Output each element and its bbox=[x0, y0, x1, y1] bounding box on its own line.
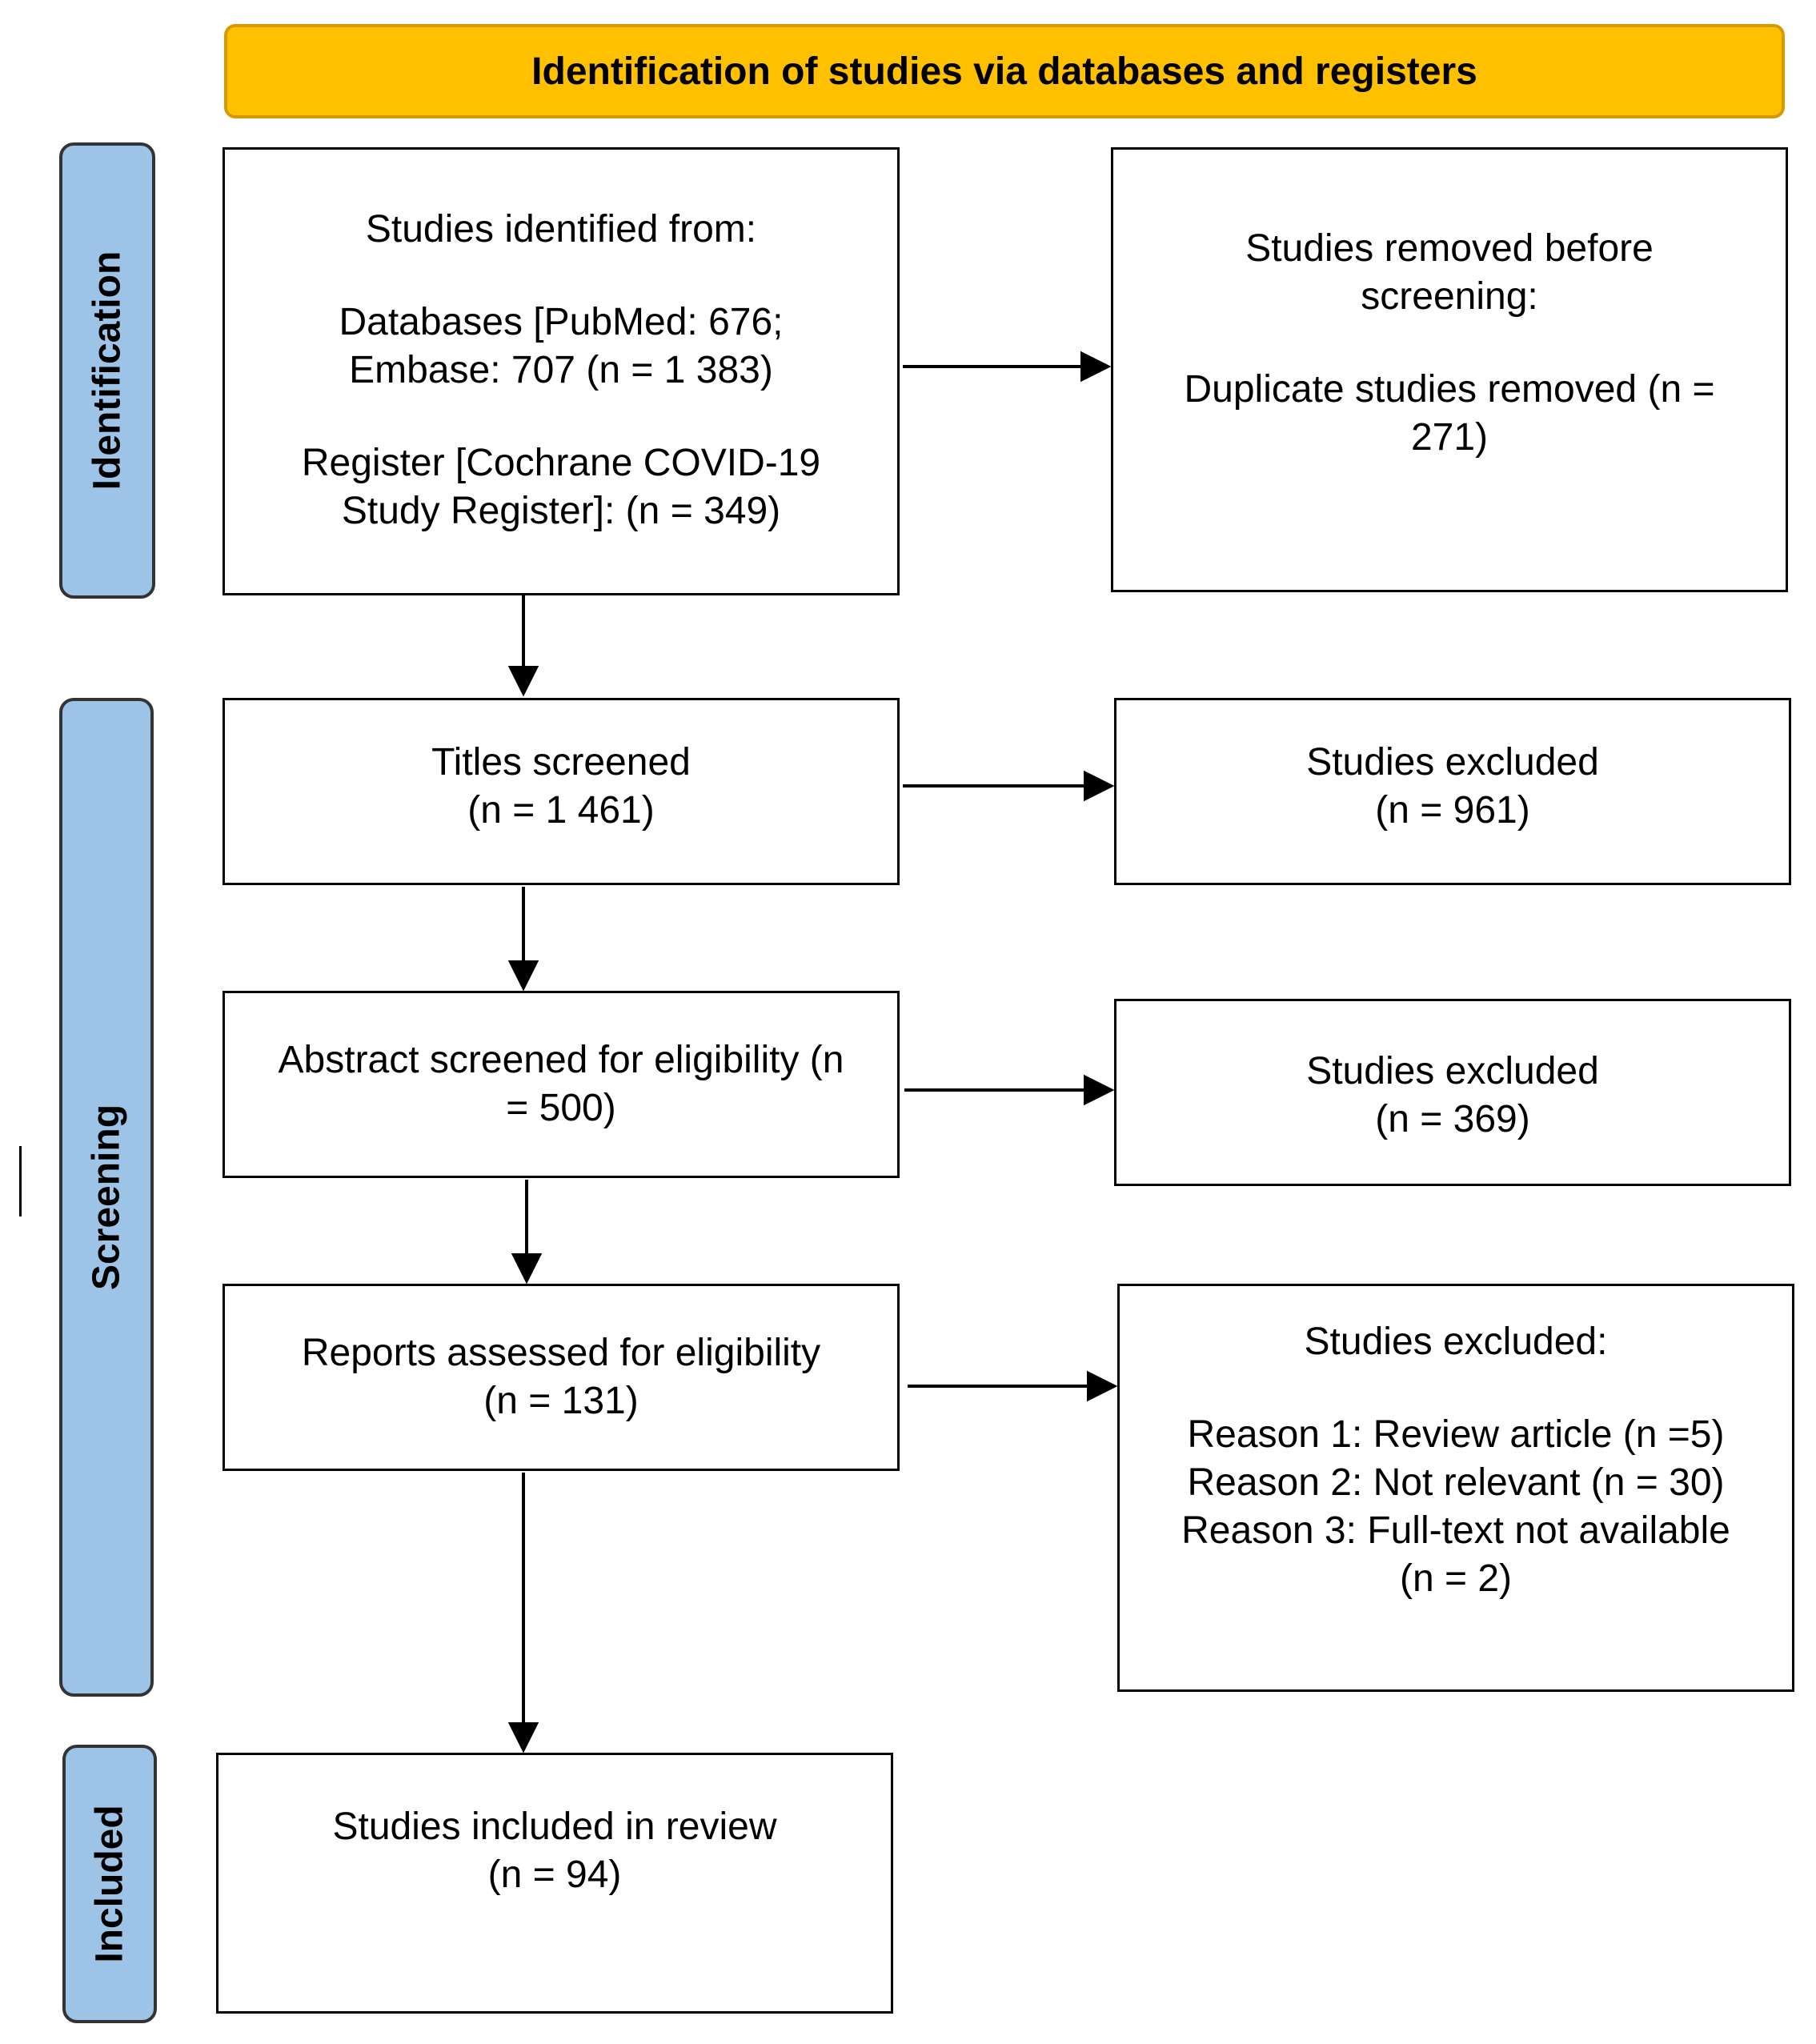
excluded-abstracts-line1: Studies excluded bbox=[1306, 1050, 1599, 1092]
excluded-titles-line2: (n = 961) bbox=[1375, 789, 1530, 832]
excluded-titles-line1: Studies excluded bbox=[1306, 741, 1599, 784]
header-title: Identification of studies via databases … bbox=[531, 50, 1477, 93]
abstracts-line1: Abstract screened for eligibility (n bbox=[278, 1039, 844, 1081]
box-studies-identified: Studies identified from: Databases [PubM… bbox=[222, 147, 900, 595]
box-excluded-titles: Studies excluded (n = 961) bbox=[1114, 698, 1791, 885]
box-reports-assessed: Reports assessed for eligibility (n = 13… bbox=[222, 1284, 900, 1471]
excluded-reports-reason2: Reason 2: Not relevant (n = 30) bbox=[1187, 1461, 1725, 1504]
excluded-abstracts-line2: (n = 369) bbox=[1375, 1098, 1530, 1140]
stage-screening: Screening bbox=[59, 698, 154, 1697]
header-banner: Identification of studies via databases … bbox=[224, 24, 1785, 118]
box-titles-screened: Titles screened (n = 1 461) bbox=[222, 698, 900, 885]
abstracts-line2: = 500) bbox=[506, 1087, 616, 1129]
excluded-reports-heading: Studies excluded: bbox=[1304, 1321, 1608, 1363]
stage-identification: Identification bbox=[59, 142, 155, 599]
box-excluded-reports: Studies excluded: Reason 1: Review artic… bbox=[1117, 1284, 1794, 1692]
removed-heading-line1: Studies removed before bbox=[1245, 227, 1654, 270]
identified-databases-line2: Embase: 707 (n = 1 383) bbox=[349, 349, 773, 391]
excluded-reports-reason1: Reason 1: Review article (n =5) bbox=[1187, 1413, 1725, 1456]
included-line1: Studies included in review bbox=[332, 1806, 777, 1848]
removed-heading-line2: screening: bbox=[1361, 275, 1538, 318]
identified-heading: Studies identified from: bbox=[365, 208, 757, 250]
excluded-reports-reason3-line2: (n = 2) bbox=[1399, 1557, 1513, 1600]
box-abstracts-screened: Abstract screened for eligibility (n = 5… bbox=[222, 991, 900, 1178]
identified-register-line2: Study Register]: (n = 349) bbox=[341, 490, 781, 532]
margin-mark bbox=[19, 1146, 22, 1216]
box-studies-removed: Studies removed before screening: Duplic… bbox=[1111, 147, 1788, 592]
box-excluded-abstracts: Studies excluded (n = 369) bbox=[1114, 999, 1791, 1186]
excluded-reports-reason3-line1: Reason 3: Full-text not available bbox=[1181, 1509, 1730, 1552]
box-studies-included: Studies included in review (n = 94) bbox=[216, 1753, 893, 2014]
stage-included: Included bbox=[62, 1745, 157, 2023]
included-line2: (n = 94) bbox=[487, 1854, 622, 1896]
titles-line2: (n = 1 461) bbox=[467, 789, 655, 832]
removed-detail-line2: 271) bbox=[1410, 416, 1489, 459]
titles-line1: Titles screened bbox=[431, 741, 691, 784]
reports-line2: (n = 131) bbox=[483, 1380, 639, 1422]
identified-databases-line1: Databases [PubMed: 676; bbox=[339, 301, 784, 343]
removed-detail-line1: Duplicate studies removed (n = bbox=[1184, 368, 1715, 411]
reports-line1: Reports assessed for eligibility bbox=[301, 1332, 821, 1374]
identified-register-line1: Register [Cochrane COVID-19 bbox=[301, 442, 821, 484]
